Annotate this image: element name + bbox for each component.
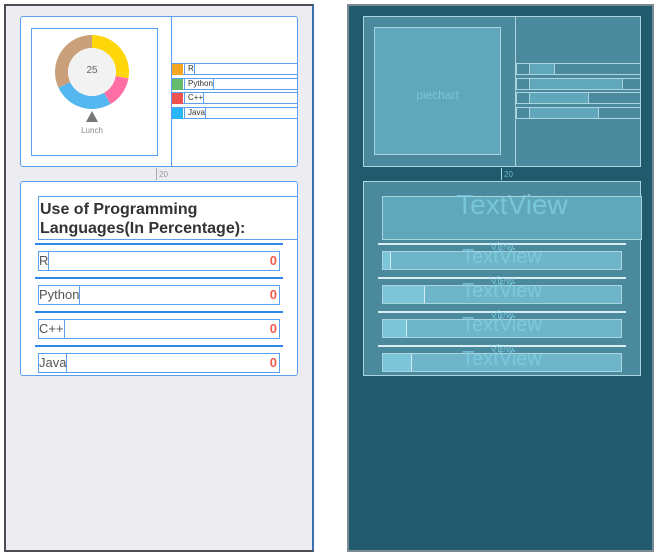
bp-legend-item xyxy=(516,106,641,119)
percentage-value: 0 xyxy=(269,355,277,370)
legend-color-swatch xyxy=(172,64,183,75)
bp-row-textview: TextView xyxy=(382,348,622,372)
donut-chart xyxy=(54,35,129,109)
bp-textview-label: TextView xyxy=(462,348,542,370)
bp-textview-label: TextView xyxy=(462,314,542,336)
legend-item: C++ xyxy=(172,92,298,104)
percentage-value: 0 xyxy=(269,287,277,302)
bp-view-label: View xyxy=(490,343,514,355)
legend-item: Python xyxy=(172,77,298,90)
bp-margin-arrow-icon xyxy=(501,168,502,180)
divider xyxy=(171,17,172,166)
legend-label: Python xyxy=(184,77,214,90)
bp-view-line xyxy=(378,243,626,245)
margin-arrow-icon xyxy=(156,168,157,180)
pie-slice xyxy=(92,35,129,79)
bp-view-line xyxy=(378,277,626,279)
language-label: R xyxy=(39,252,50,270)
row-divider xyxy=(35,277,283,279)
bp-textview-label: TextView xyxy=(462,280,542,302)
row-divider xyxy=(35,345,283,347)
pie-slice xyxy=(104,76,129,105)
bp-view-line xyxy=(378,311,626,313)
row-divider xyxy=(35,243,283,245)
bp-legend-item xyxy=(516,92,641,104)
table-row: Java 0 xyxy=(38,353,280,373)
row-divider xyxy=(35,311,283,313)
bp-margin-label: 20 xyxy=(504,170,513,179)
bp-legend-item xyxy=(516,77,641,90)
bp-legend-item xyxy=(516,63,641,75)
legend-color-swatch xyxy=(172,93,183,104)
legend-color-swatch xyxy=(172,78,183,90)
table-row: Python 0 xyxy=(38,285,280,305)
legend-item: Java xyxy=(172,106,298,119)
triangle-icon xyxy=(86,111,98,122)
bp-row-textview: TextView xyxy=(382,246,622,270)
bp-piechart-label: piechart xyxy=(416,88,459,102)
bp-textview-label: TextView xyxy=(456,189,568,220)
bp-piechart[interactable]: piechart xyxy=(374,27,501,155)
bp-textview-label: TextView xyxy=(462,246,542,268)
pie-center-text: 25 xyxy=(86,65,98,76)
title-text: Use of Programming Languages(In Percenta… xyxy=(38,196,298,240)
language-label: Java xyxy=(39,354,68,372)
margin-label: 20 xyxy=(159,170,168,179)
legend-label: Java xyxy=(184,106,206,119)
percentage-value: 0 xyxy=(269,321,277,336)
pie-slice xyxy=(54,35,92,88)
legend-item: R xyxy=(172,63,298,75)
stats-card[interactable]: Use of Programming Languages(In Percenta… xyxy=(20,181,298,376)
bp-title-textview[interactable]: TextView xyxy=(382,189,642,240)
bp-view-label: View xyxy=(490,275,514,287)
pie-label: Lunch xyxy=(81,126,103,135)
bp-view-label: View xyxy=(490,309,514,321)
bp-divider xyxy=(515,17,516,166)
legend-label: R xyxy=(184,63,195,75)
language-label: Python xyxy=(39,286,81,304)
bp-row-textview: TextView xyxy=(382,280,622,304)
pie-slice xyxy=(58,82,111,109)
percentage-value: 0 xyxy=(269,253,277,268)
legend-color-swatch xyxy=(172,107,183,119)
bp-row-textview: TextView xyxy=(382,314,622,338)
pie-chart[interactable]: 25 Lunch xyxy=(31,28,158,156)
legend-label: C++ xyxy=(184,92,205,104)
bp-view-line xyxy=(378,345,626,347)
bp-view-label: View xyxy=(490,241,514,253)
language-label: C++ xyxy=(39,320,65,338)
table-row: C++ 0 xyxy=(38,319,280,339)
bp-chart-card[interactable]: piechart xyxy=(363,16,641,167)
